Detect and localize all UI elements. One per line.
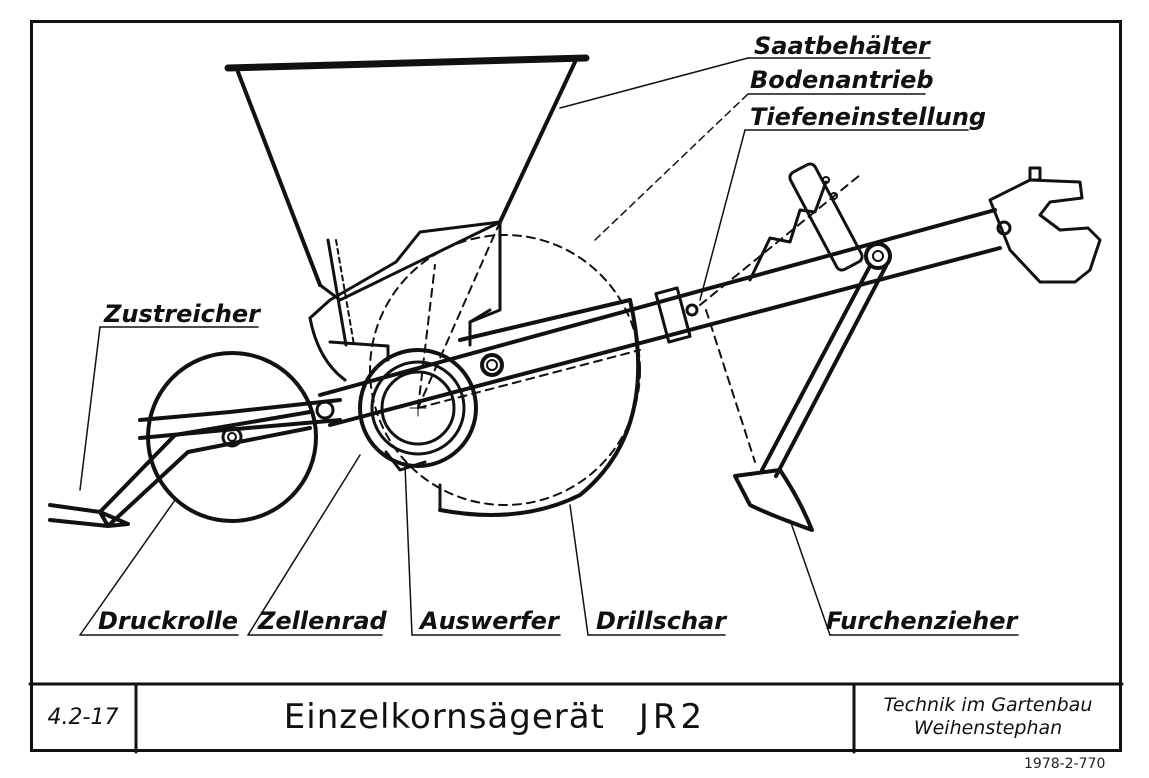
- drill-coulter: [369, 221, 641, 517]
- label-druckrolle: Druckrolle: [98, 607, 239, 635]
- label-bodenantrieb: Bodenantrieb: [750, 66, 934, 94]
- drawing-frame: [30, 20, 1122, 752]
- seed-hopper: [224, 54, 590, 347]
- label-zustreicher: Zustreicher: [104, 300, 261, 328]
- label-furchenzieher: Furchenzieher: [826, 607, 1018, 635]
- label-drillschar: Drillschar: [596, 607, 727, 635]
- archive-number: 1978-2-770: [1024, 756, 1106, 772]
- furrow-opener: [705, 162, 892, 532]
- leader-lines: [79, 57, 1019, 636]
- institution-line2: Weihenstephan: [913, 717, 1063, 739]
- cell-wheel: [358, 348, 478, 472]
- label-saatbehaelter: Saatbehälter: [754, 32, 930, 60]
- title-block: 4.2-17 Einzelkornsägerät JR2 Technik im …: [30, 684, 1122, 752]
- pivot-bolt: [480, 353, 504, 377]
- hitch-clamp: [988, 166, 1102, 284]
- institution-line1: Technik im Gartenbau: [883, 694, 1093, 716]
- main-beam: [318, 208, 1002, 427]
- title-text: Einzelkornsägerät: [283, 697, 605, 737]
- label-tiefeneinstellung: Tiefeneinstellung: [750, 103, 987, 131]
- coverer: [48, 410, 312, 528]
- pressure-roller: [138, 351, 342, 523]
- label-zellenrad: Zellenrad: [258, 607, 387, 635]
- drawing-title: Einzelkornsägerät JR2: [136, 684, 854, 750]
- institution: Technik im Gartenbau Weihenstephan: [854, 684, 1122, 750]
- drawing-code: 4.2-17: [47, 704, 119, 730]
- depth-adjuster: [654, 174, 861, 344]
- label-auswerfer: Auswerfer: [420, 607, 559, 635]
- series-text: JR2: [638, 697, 707, 737]
- title-block-grid: [28, 682, 1124, 754]
